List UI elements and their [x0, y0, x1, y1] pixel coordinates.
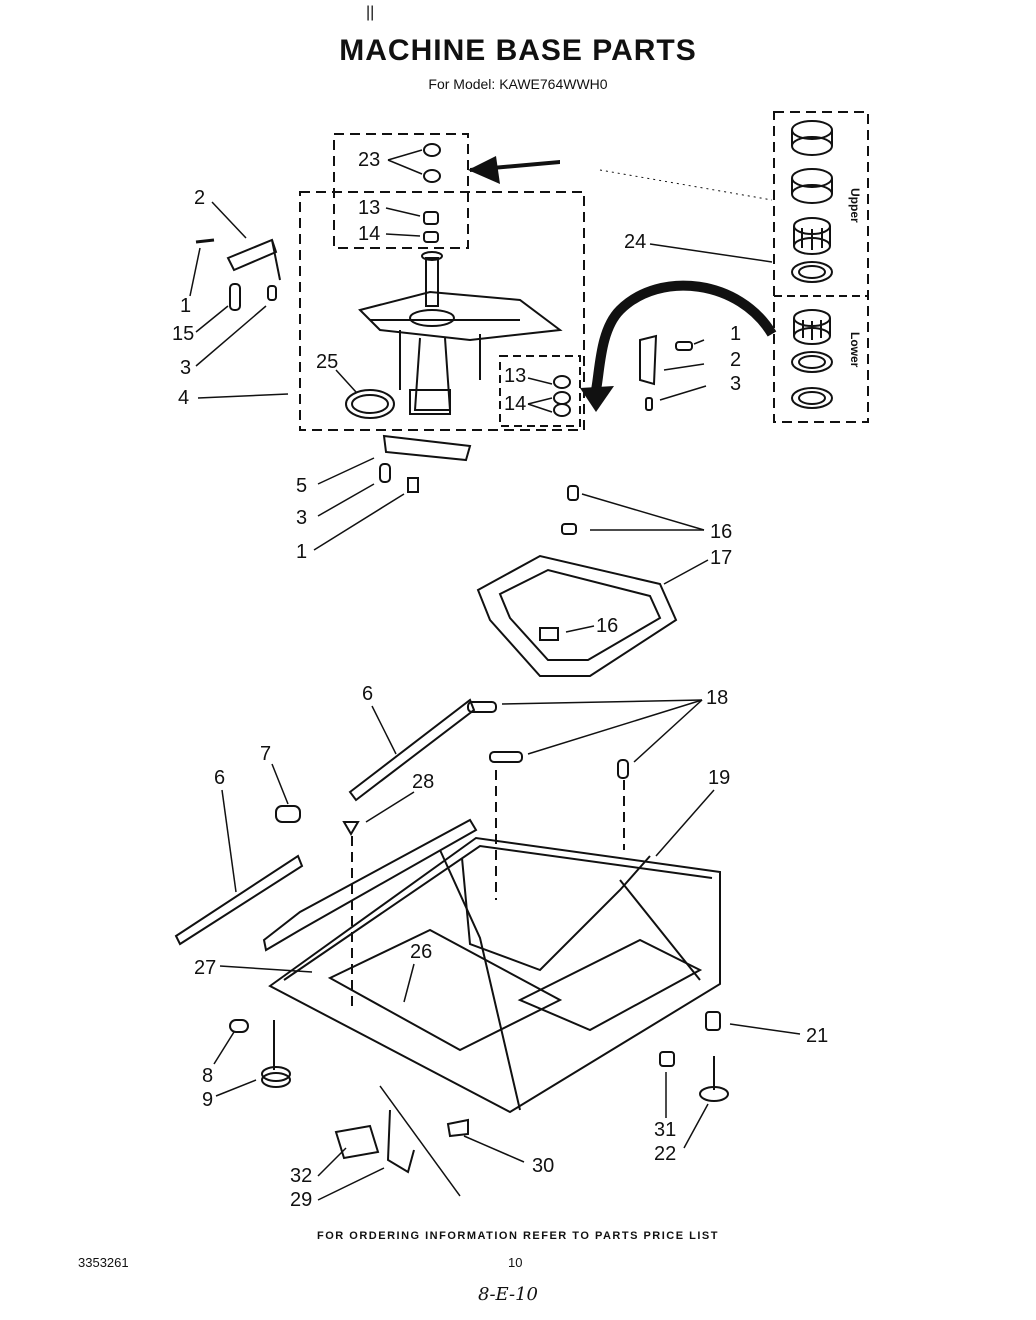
callout-14: 14 — [358, 223, 381, 245]
callout-1-lower: 1 — [296, 541, 308, 563]
callout-17: 17 — [710, 547, 733, 569]
callout-24: 24 — [624, 231, 647, 253]
callout-18: 18 — [706, 687, 729, 709]
callout-19: 19 — [708, 767, 731, 789]
callout-13: 13 — [358, 197, 381, 219]
callout-3-lower: 3 — [296, 507, 308, 529]
rail-lower — [174, 854, 304, 946]
ordering-note: FOR ORDERING INFORMATION REFER TO PARTS … — [317, 1230, 719, 1242]
callout-8: 8 — [202, 1065, 214, 1087]
callout-14-lower: 14 — [504, 393, 527, 415]
seal-ring — [345, 389, 395, 419]
callout-4: 4 — [178, 387, 190, 409]
callout-7: 7 — [260, 743, 272, 765]
callout-22: 22 — [654, 1143, 677, 1165]
callout-9: 9 — [202, 1089, 214, 1111]
callout-1-right: 1 — [730, 323, 742, 345]
top-mark: || — [366, 4, 375, 21]
callout-16: 16 — [710, 521, 733, 543]
callout-15: 15 — [172, 323, 195, 345]
callout-23: 23 — [358, 149, 381, 171]
page-number: 10 — [508, 1255, 523, 1270]
transmission-assembly — [358, 251, 563, 415]
callout-13-lower: 13 — [504, 365, 527, 387]
document-number: 3353261 — [78, 1255, 129, 1270]
rail-upper — [348, 698, 476, 802]
machine-base-frame — [262, 770, 721, 1114]
callout-1: 1 — [180, 295, 192, 317]
callout-5: 5 — [296, 475, 308, 497]
handwritten-note: 8-E-10 — [478, 1284, 538, 1305]
callout-30: 30 — [532, 1155, 555, 1177]
page-title: MACHINE BASE PARTS — [339, 34, 697, 67]
callout-25: 25 — [316, 351, 339, 373]
callout-26: 26 — [410, 941, 433, 963]
model-subtitle: For Model: KAWE764WWH0 — [428, 76, 608, 92]
upper-label: Upper — [848, 188, 862, 223]
callout-16-inner: 16 — [596, 615, 619, 637]
lower-label: Lower — [848, 332, 862, 368]
upper-bearing-set — [791, 120, 833, 283]
right-small-box — [499, 355, 581, 427]
callout-29: 29 — [290, 1189, 313, 1211]
big-arrow-upper — [468, 156, 560, 184]
callout-2-right: 2 — [730, 349, 742, 371]
callout-6-upper: 6 — [362, 683, 374, 705]
suspension-frame — [476, 485, 678, 677]
callout-28: 28 — [412, 771, 435, 793]
callout-3: 3 — [180, 357, 192, 379]
callout-21: 21 — [806, 1025, 829, 1047]
callout-2: 2 — [194, 187, 206, 209]
callout-6-lower: 6 — [214, 767, 226, 789]
callout-31: 31 — [654, 1119, 677, 1141]
lower-bearing-set — [791, 309, 833, 409]
left-bracket — [226, 238, 278, 272]
main-dashed-box — [299, 191, 585, 431]
callout-3-right: 3 — [730, 373, 742, 395]
big-arrow-curved — [580, 280, 777, 412]
callout-27: 27 — [194, 957, 217, 979]
callout-32: 32 — [290, 1165, 313, 1187]
bearing-inset-box — [773, 111, 869, 423]
